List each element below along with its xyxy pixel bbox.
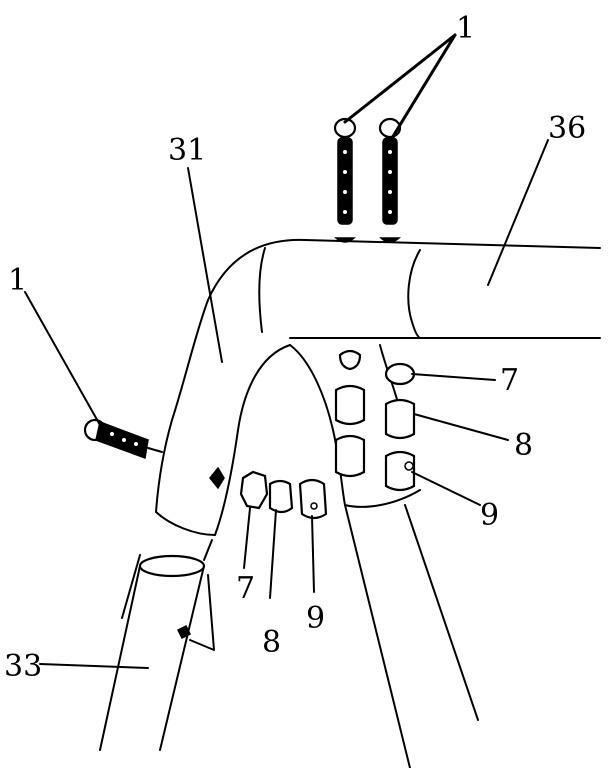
part-labels: 1 36 31 1 7 8 9 7 8 9 33 [4, 11, 586, 684]
top-bolt-right [378, 117, 402, 225]
left-hardware-stack [239, 470, 328, 520]
label-elbow-31: 31 [168, 133, 206, 168]
label-nut-right: 7 [500, 363, 519, 398]
label-tube-33: 33 [4, 649, 42, 684]
label-nut-left: 7 [236, 571, 255, 606]
left-bolt [83, 418, 225, 490]
top-bolt-left [333, 117, 357, 225]
tube-part-33 [99, 539, 215, 751]
label-bolts-top: 1 [456, 11, 475, 46]
label-spacer-left: 9 [306, 601, 325, 636]
elbow-part-31 [155, 238, 601, 768]
tube-part-36 [407, 249, 421, 339]
label-bolt-left: 1 [8, 263, 27, 298]
label-spacer-right: 9 [480, 498, 499, 533]
right-hardware-stack [334, 349, 416, 492]
leader-lines [24, 33, 549, 669]
label-washer-left: 8 [262, 625, 281, 660]
label-tube-36: 36 [548, 111, 586, 146]
label-washer-right: 8 [514, 428, 533, 463]
top-bolts [333, 117, 402, 243]
